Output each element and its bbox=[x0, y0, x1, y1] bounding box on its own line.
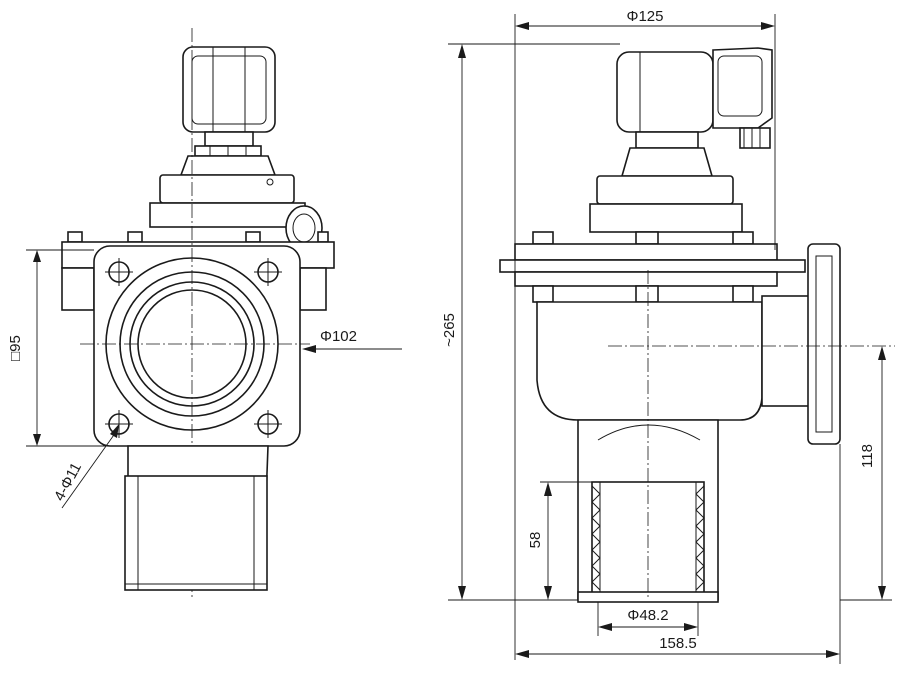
front-solenoid-coil bbox=[182, 46, 276, 133]
side-outlet-flange bbox=[807, 243, 841, 445]
front-bonnet-cap bbox=[179, 155, 277, 176]
dim-label-insert-diameter: Φ48.2 bbox=[627, 607, 668, 624]
side-connector bbox=[712, 47, 773, 129]
front-view: □95 Φ102 4-Φ11 bbox=[7, 28, 402, 600]
side-plate bbox=[499, 259, 806, 273]
dim-label-outlet-height: 118 bbox=[859, 444, 876, 468]
dim-label-total-width: 158.5 bbox=[659, 635, 697, 652]
dim-label-insert-depth: 58 bbox=[527, 532, 544, 549]
side-view: Φ125 ~265 118 58 Φ48.2 158.5 bbox=[441, 8, 895, 664]
dim-label-top-width: Φ125 bbox=[627, 8, 664, 25]
front-bolt-holes bbox=[105, 258, 282, 438]
front-cover bbox=[159, 174, 295, 204]
dim-label-holes: 4-Φ11 bbox=[51, 460, 85, 504]
dim-label-port: Φ102 bbox=[320, 328, 357, 345]
side-cable-gland bbox=[739, 127, 771, 149]
side-cover bbox=[596, 175, 734, 205]
dim-label-width: □95 bbox=[7, 335, 24, 361]
side-bonnet bbox=[620, 147, 714, 177]
side-body-bowl bbox=[536, 301, 763, 421]
side-solenoid-coil bbox=[616, 51, 714, 133]
side-outlet-tube bbox=[761, 295, 811, 407]
front-stem bbox=[204, 131, 254, 147]
side-diaphragm-housing bbox=[589, 203, 743, 233]
dim-label-height: ~265 bbox=[441, 313, 458, 347]
side-upper-flange bbox=[514, 243, 778, 261]
front-outlet-pipe bbox=[124, 475, 268, 591]
side-stem bbox=[635, 131, 699, 149]
front-diaphragm-housing bbox=[149, 202, 306, 228]
